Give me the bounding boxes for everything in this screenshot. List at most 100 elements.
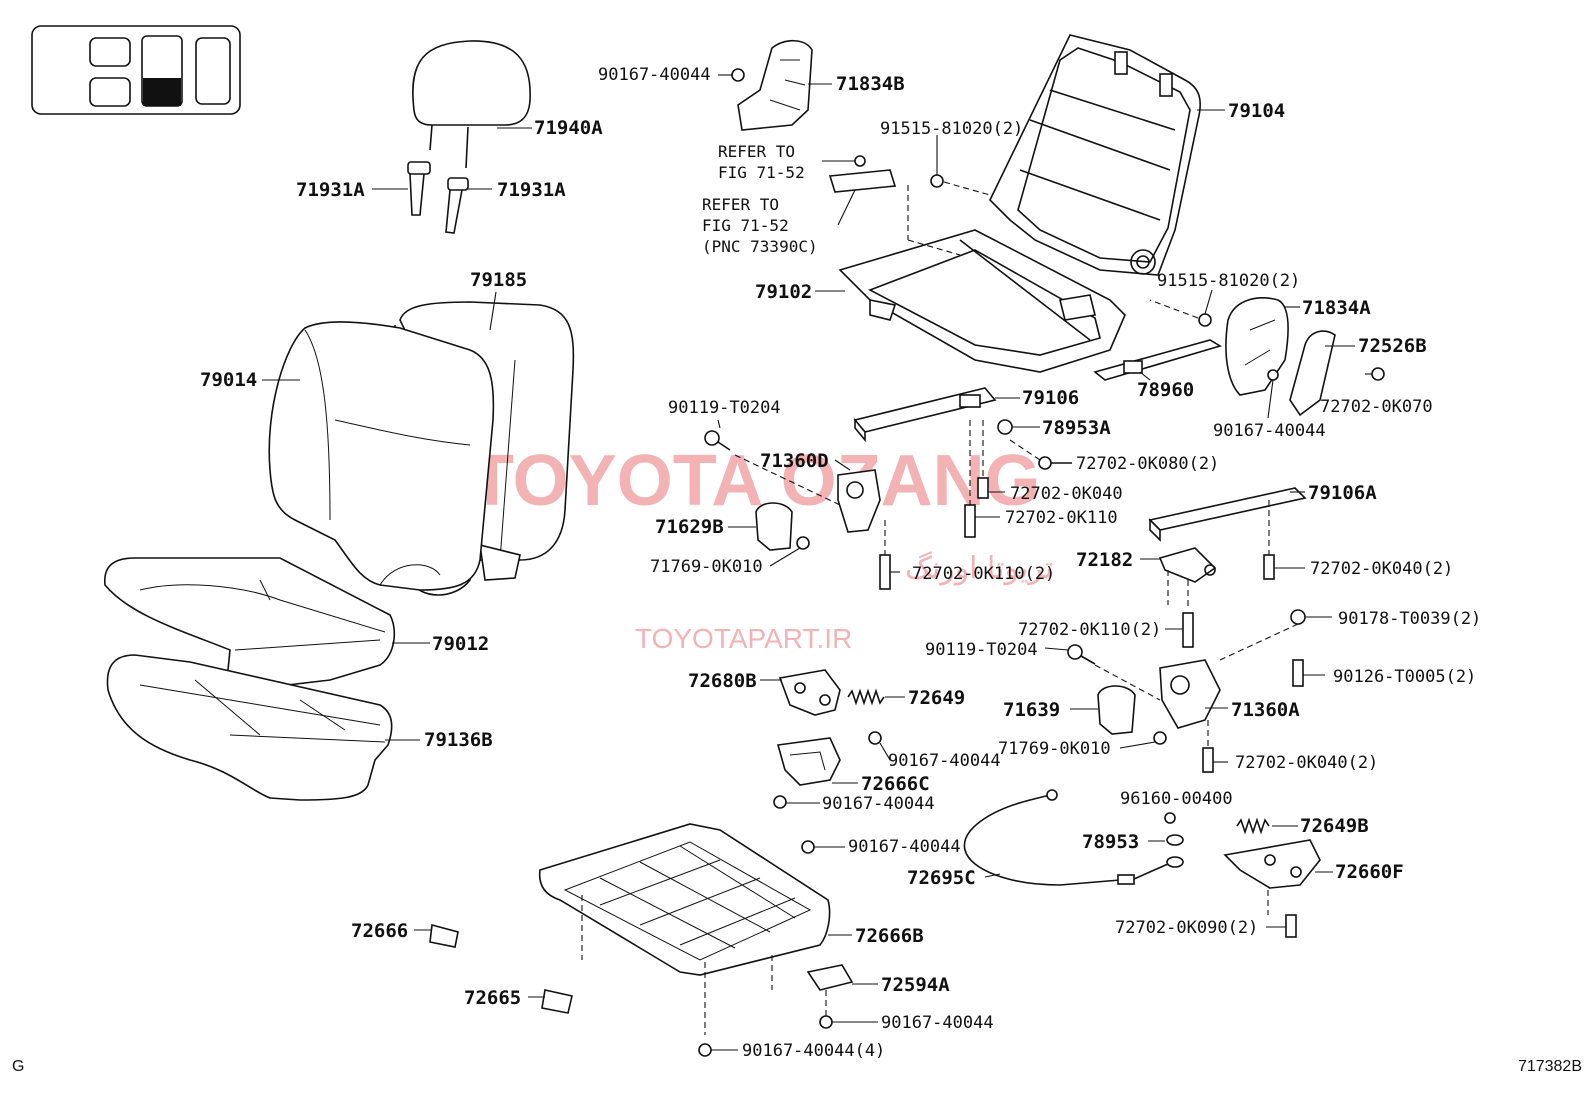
washer-78953A bbox=[997, 419, 1040, 435]
label-72695C: 72695C bbox=[907, 867, 976, 889]
cap-72665 bbox=[528, 989, 573, 1014]
label-72702-0K080: 72702-0K080(2) bbox=[1076, 454, 1219, 474]
bolt-72702-0K040-b bbox=[1263, 500, 1305, 580]
seat-track-79106A bbox=[1148, 487, 1307, 542]
seat-track-79106 bbox=[853, 387, 1020, 443]
label-90119-b: 90119-T0204 bbox=[925, 640, 1038, 660]
label-79102: 79102 bbox=[755, 281, 812, 303]
label-79106: 79106 bbox=[1022, 387, 1079, 409]
label-91515-b: 91515-81020(2) bbox=[1157, 271, 1300, 291]
label-72702-0K040-2a: 72702-0K040(2) bbox=[1310, 559, 1453, 579]
refer-2-line3: (PNC 73390C) bbox=[702, 237, 818, 256]
bolt-90119-a bbox=[704, 419, 841, 506]
headrest-guides bbox=[372, 161, 492, 234]
bolt-91515-a bbox=[930, 135, 991, 196]
watermark-latin: TOYOTA OZANG bbox=[470, 441, 1041, 521]
refer-1-line1: REFER TO bbox=[718, 142, 795, 161]
label-72526B: 72526B bbox=[1358, 335, 1427, 357]
label-96160: 96160-00400 bbox=[1120, 789, 1233, 809]
bolt-72702-0K110-2b bbox=[1165, 612, 1194, 648]
spring-72649B bbox=[1236, 817, 1298, 835]
label-72660F: 72660F bbox=[1335, 861, 1404, 883]
cable-end bbox=[1133, 856, 1184, 880]
label-71360A: 71360A bbox=[1231, 699, 1300, 721]
watermark: TOYOTA OZANG تریوتا اورنگ TOYOTAPART.IR bbox=[470, 441, 1053, 654]
label-90167-m3: 90167-40044 bbox=[848, 837, 961, 857]
refer-2-line2: FIG 71-52 bbox=[702, 216, 789, 235]
corner-code-left: G bbox=[12, 1058, 24, 1075]
label-71834B: 71834B bbox=[836, 73, 905, 95]
bolt-90167-m3 bbox=[801, 840, 845, 854]
lock-72660F bbox=[1223, 839, 1333, 915]
label-78953: 78953 bbox=[1082, 831, 1139, 853]
cover-72666C bbox=[776, 737, 858, 786]
cover-71639 bbox=[1070, 685, 1136, 735]
seat-cushion-cover bbox=[104, 557, 430, 691]
seat-cushion-pad bbox=[106, 654, 420, 801]
label-71931A-left: 71931A bbox=[296, 179, 365, 201]
cushion-pan-72666B bbox=[538, 823, 852, 1035]
bolt-90119-b bbox=[1044, 644, 1161, 701]
bolt-90167-m1 bbox=[868, 731, 891, 761]
cover-71629B bbox=[728, 502, 793, 551]
label-72182: 72182 bbox=[1076, 549, 1133, 571]
hinge-cover-71834B bbox=[737, 39, 832, 131]
label-90167-m1: 90167-40044 bbox=[888, 751, 1001, 771]
label-79014: 79014 bbox=[200, 369, 257, 391]
pin-72702-0K080 bbox=[1009, 439, 1072, 470]
label-78960: 78960 bbox=[1137, 379, 1194, 401]
label-90126: 90126-T0005(2) bbox=[1333, 667, 1476, 687]
label-79136B: 79136B bbox=[424, 729, 493, 751]
clip-71769-a bbox=[769, 536, 810, 567]
recliner-71360D bbox=[834, 459, 881, 533]
spring-72649 bbox=[847, 688, 905, 706]
bolt-90167-right bbox=[1267, 369, 1279, 419]
label-79104: 79104 bbox=[1228, 100, 1285, 122]
bolt-72702-0K110-a bbox=[964, 420, 1000, 538]
label-72702-0K040-a: 72702-0K040 bbox=[1010, 484, 1123, 504]
label-72702-0K110-a: 72702-0K110 bbox=[1005, 508, 1118, 528]
label-72594A: 72594A bbox=[881, 974, 950, 996]
label-91515-a: 91515-81020(2) bbox=[880, 119, 1023, 139]
cover-72526B bbox=[1289, 330, 1385, 417]
label-90167-b1: 90167-40044 bbox=[881, 1013, 994, 1033]
label-79106A: 79106A bbox=[1308, 482, 1377, 504]
watermark-url: TOYOTAPART.IR bbox=[635, 623, 852, 654]
label-90167-top: 90167-40044 bbox=[598, 65, 711, 85]
label-71360D: 71360D bbox=[760, 450, 829, 472]
label-72702-0K090: 72702-0K090(2) bbox=[1115, 918, 1258, 938]
label-90167-right: 90167-40044 bbox=[1213, 421, 1326, 441]
hinge-cover-71834A bbox=[1225, 297, 1300, 396]
label-72649B: 72649B bbox=[1300, 815, 1369, 837]
figure-number: 717382B bbox=[1518, 1058, 1582, 1075]
label-72680B: 72680B bbox=[688, 670, 757, 692]
refer-2-line1: REFER TO bbox=[702, 195, 779, 214]
bolt-90126 bbox=[1292, 659, 1325, 687]
label-79012: 79012 bbox=[432, 633, 489, 655]
label-72702-0K070: 72702-0K070 bbox=[1320, 397, 1433, 417]
label-90119-a: 90119-T0204 bbox=[668, 398, 781, 418]
bolt-90178 bbox=[1219, 609, 1332, 661]
bolt-90167-b1 bbox=[819, 990, 878, 1029]
cable-72695C bbox=[963, 789, 1135, 886]
seatback-frame-79104 bbox=[989, 34, 1225, 276]
label-90167-m2: 90167-40044 bbox=[822, 794, 935, 814]
label-72702-0K110-2b: 72702-0K110(2) bbox=[1018, 620, 1161, 640]
clip-96160 bbox=[1164, 812, 1176, 824]
bolt-91515-b bbox=[1149, 289, 1213, 327]
watermark-persian: تریوتا اورنگ bbox=[905, 551, 1053, 586]
label-71629B: 71629B bbox=[655, 516, 724, 538]
bolt-72702-0K090 bbox=[1266, 914, 1297, 938]
refer-1-line2: FIG 71-52 bbox=[718, 163, 805, 182]
washer-78953 bbox=[1148, 834, 1184, 846]
bolt-72702-0K110-2 bbox=[879, 520, 900, 590]
clip-71769-b bbox=[1119, 731, 1167, 749]
label-72702-0K040-2b: 72702-0K040(2) bbox=[1235, 753, 1378, 773]
label-71940A: 71940A bbox=[534, 117, 603, 139]
label-71769-b: 71769-0K010 bbox=[998, 739, 1111, 759]
label-72665: 72665 bbox=[464, 987, 521, 1009]
label-90167-b4: 90167-40044(4) bbox=[742, 1041, 885, 1061]
bolt-90167-top bbox=[718, 68, 745, 82]
